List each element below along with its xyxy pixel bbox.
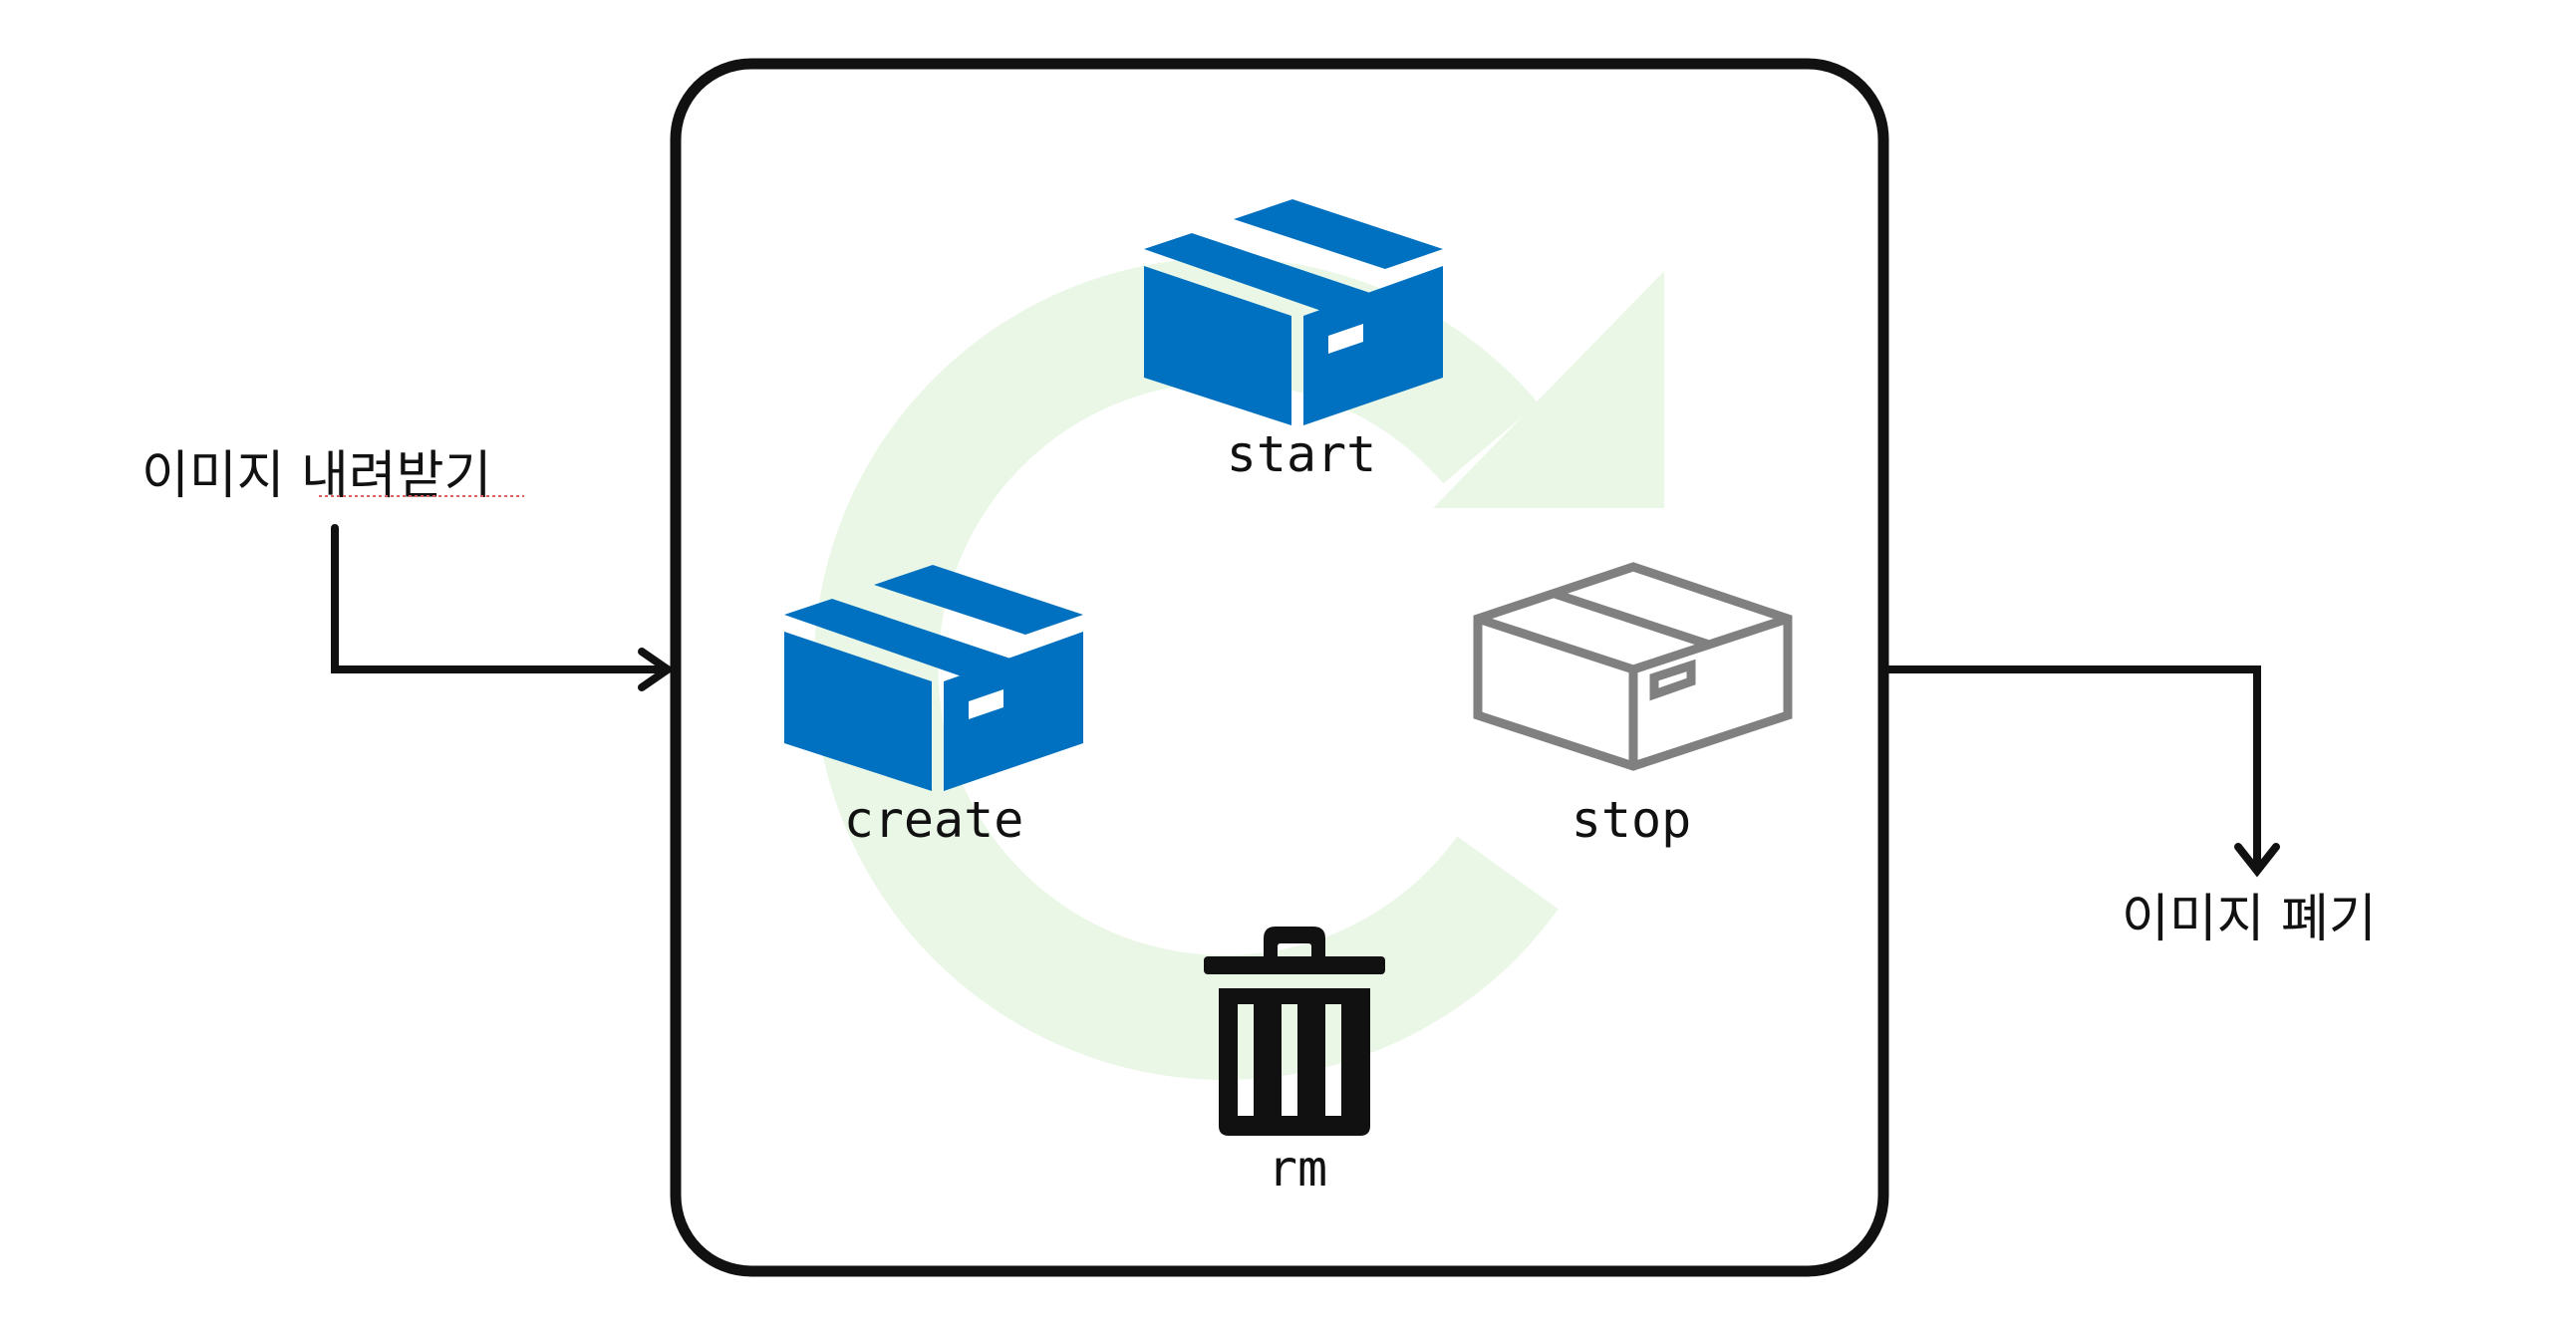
state-label-stop: stop [1572, 791, 1691, 849]
state-label-start: start [1227, 425, 1377, 483]
download-arrow [331, 524, 676, 691]
trash-icon [1204, 927, 1385, 1136]
state-label-create: create [844, 791, 1024, 849]
box-outline-icon-stop [1473, 562, 1793, 771]
state-label-rm: rm [1268, 1140, 1327, 1197]
image-discard-label: 이미지 폐기 [2122, 890, 2377, 949]
discard-arrow [1884, 665, 2280, 878]
